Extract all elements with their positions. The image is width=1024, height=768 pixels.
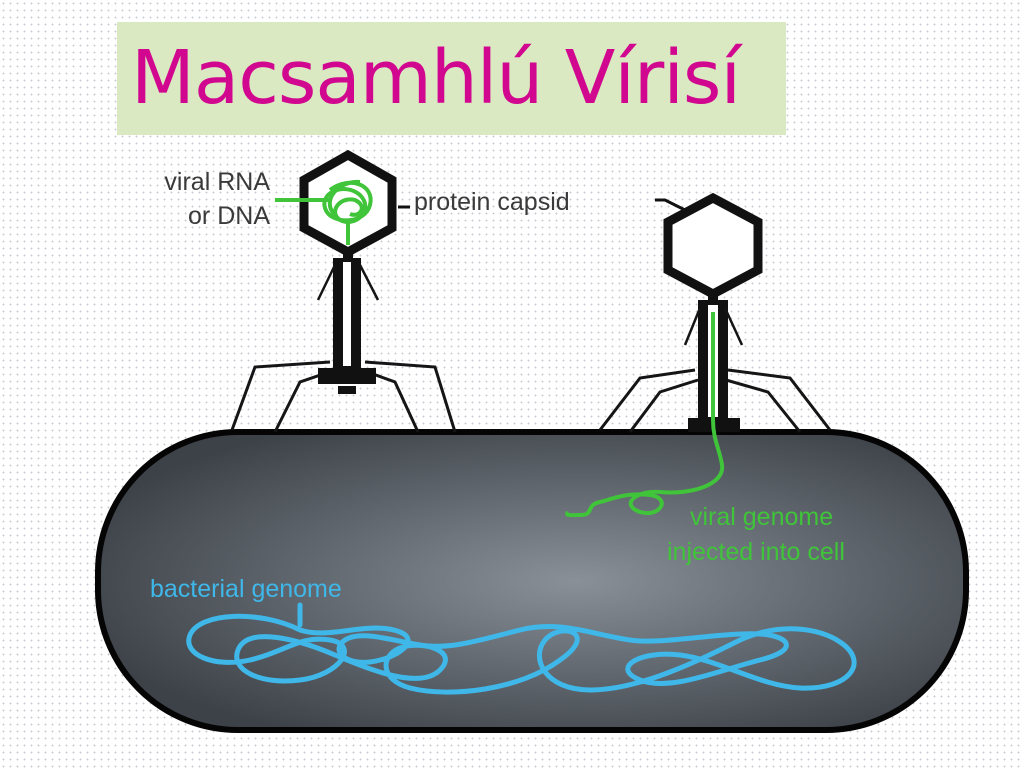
label-leaders	[275, 198, 686, 212]
virus-right	[565, 192, 832, 518]
virus-left	[230, 149, 457, 433]
title-box: Macsamhlú Vírisí	[117, 22, 786, 135]
viral-genome-strand	[565, 312, 725, 518]
label-protein-capsid: protein capsid	[414, 188, 570, 216]
label-or-dna: or DNA	[188, 202, 270, 230]
page-title: Macsamhlú Vírisí	[131, 35, 741, 121]
label-viral-rna: viral RNA	[164, 168, 270, 196]
bacterial-genome-strand	[186, 602, 857, 695]
label-viral-genome: viral genome	[690, 503, 833, 531]
label-injected-into-cell: injected into cell	[667, 538, 845, 566]
label-bacterial-genome: bacterial genome	[150, 575, 342, 603]
bacterial-cell	[95, 429, 969, 733]
